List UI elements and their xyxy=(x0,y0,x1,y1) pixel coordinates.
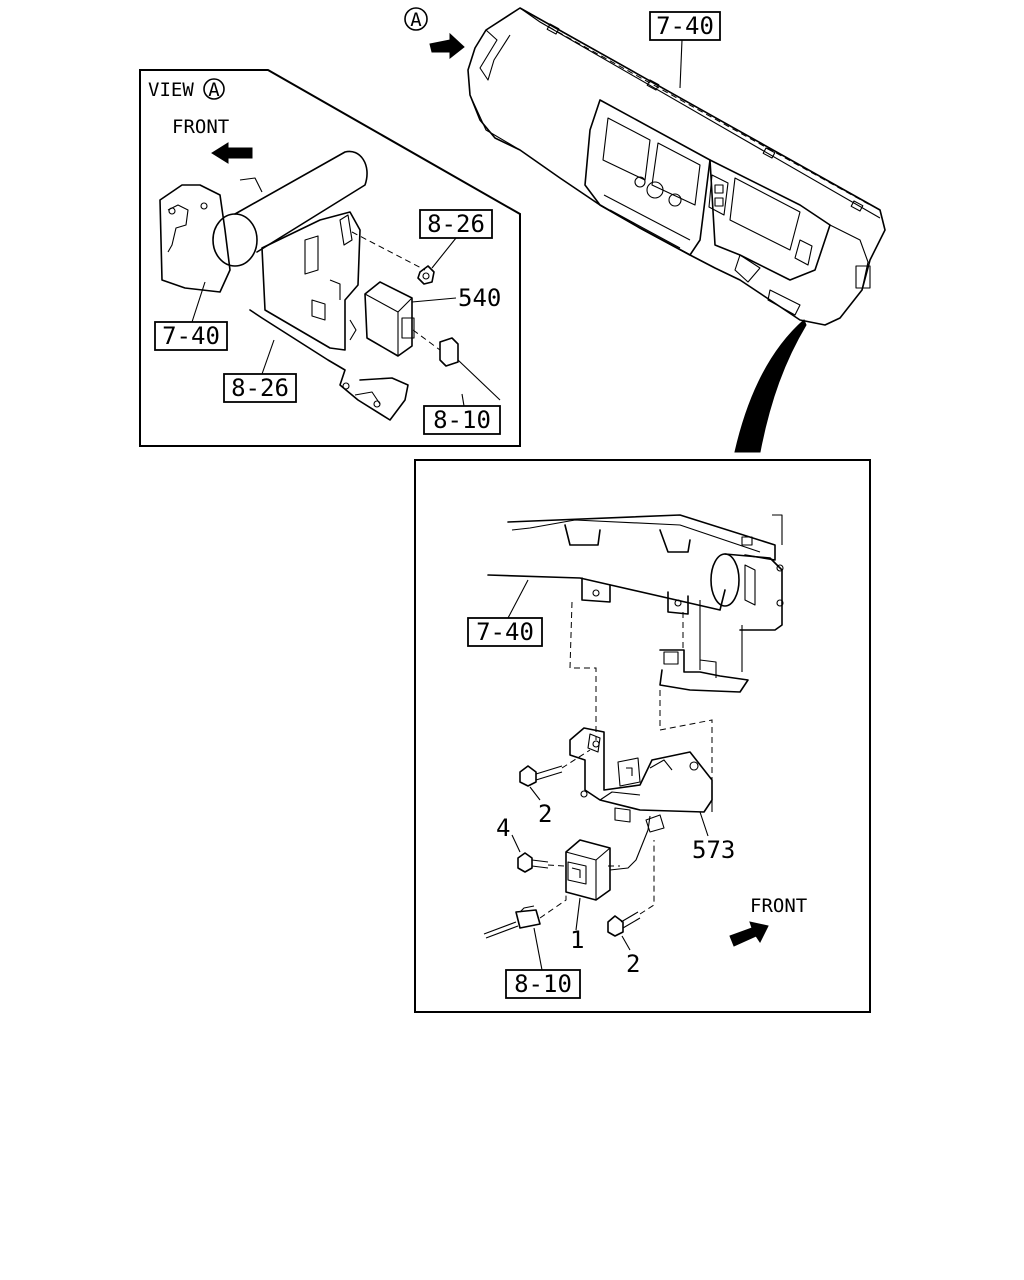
detail-front-arrow xyxy=(729,921,769,947)
dashboard-ref-box xyxy=(649,11,721,41)
view-a-title-marker-letter: A xyxy=(208,79,220,101)
detail-screw-label: 4 xyxy=(496,814,510,842)
view-a-bracket-ref-box xyxy=(223,373,297,403)
detail-pointer-arrow xyxy=(734,319,807,453)
view-a-title: VIEW xyxy=(148,79,194,101)
view-a-inset: VIEW A FRONT xyxy=(139,69,521,447)
dashboard-body xyxy=(467,7,886,326)
view-a-pad-ref-label: 7-40 xyxy=(162,322,220,350)
detail-inset: 2 4 1 8-10 2 573 xyxy=(414,459,871,1013)
detail-harness-ref-label: 8-10 xyxy=(514,970,572,998)
view-a-relay-part-label: 540 xyxy=(458,284,501,312)
detail-unit-label: 1 xyxy=(570,926,584,954)
detail-dashboard-ref-label: 7-40 xyxy=(476,618,534,646)
view-a-pad-ref-box xyxy=(154,321,228,351)
detail-frame xyxy=(414,459,871,1013)
view-a-nut-ref-box xyxy=(419,209,493,239)
view-a-harness-ref-label: 8-10 xyxy=(433,406,491,434)
view-a-marker-letter: A xyxy=(410,9,422,31)
detail-bolt-lower-label: 2 xyxy=(626,950,640,978)
dashboard-overview: A 7-40 xyxy=(404,7,886,326)
view-a-marker-circle xyxy=(404,7,428,31)
view-a-frame xyxy=(139,69,521,447)
view-a-bracket-ref-label: 8-26 xyxy=(231,374,289,402)
dashboard-ref-label: 7-40 xyxy=(656,12,714,40)
detail-bracket-part-label: 573 xyxy=(692,836,735,864)
view-a-nut-ref-label: 8-26 xyxy=(427,210,485,238)
detail-harness-ref-box xyxy=(505,969,581,999)
detail-bolt-upper-label: 2 xyxy=(538,800,552,828)
view-a-title-marker-circle xyxy=(203,78,225,100)
view-a-front-label: FRONT xyxy=(172,116,229,138)
detail-dashboard-ref-box xyxy=(467,617,543,647)
view-direction-arrow xyxy=(429,32,465,60)
view-a-front-arrow xyxy=(211,142,253,164)
view-a-harness-ref-box xyxy=(423,405,501,435)
detail-front-label: FRONT xyxy=(750,895,807,917)
